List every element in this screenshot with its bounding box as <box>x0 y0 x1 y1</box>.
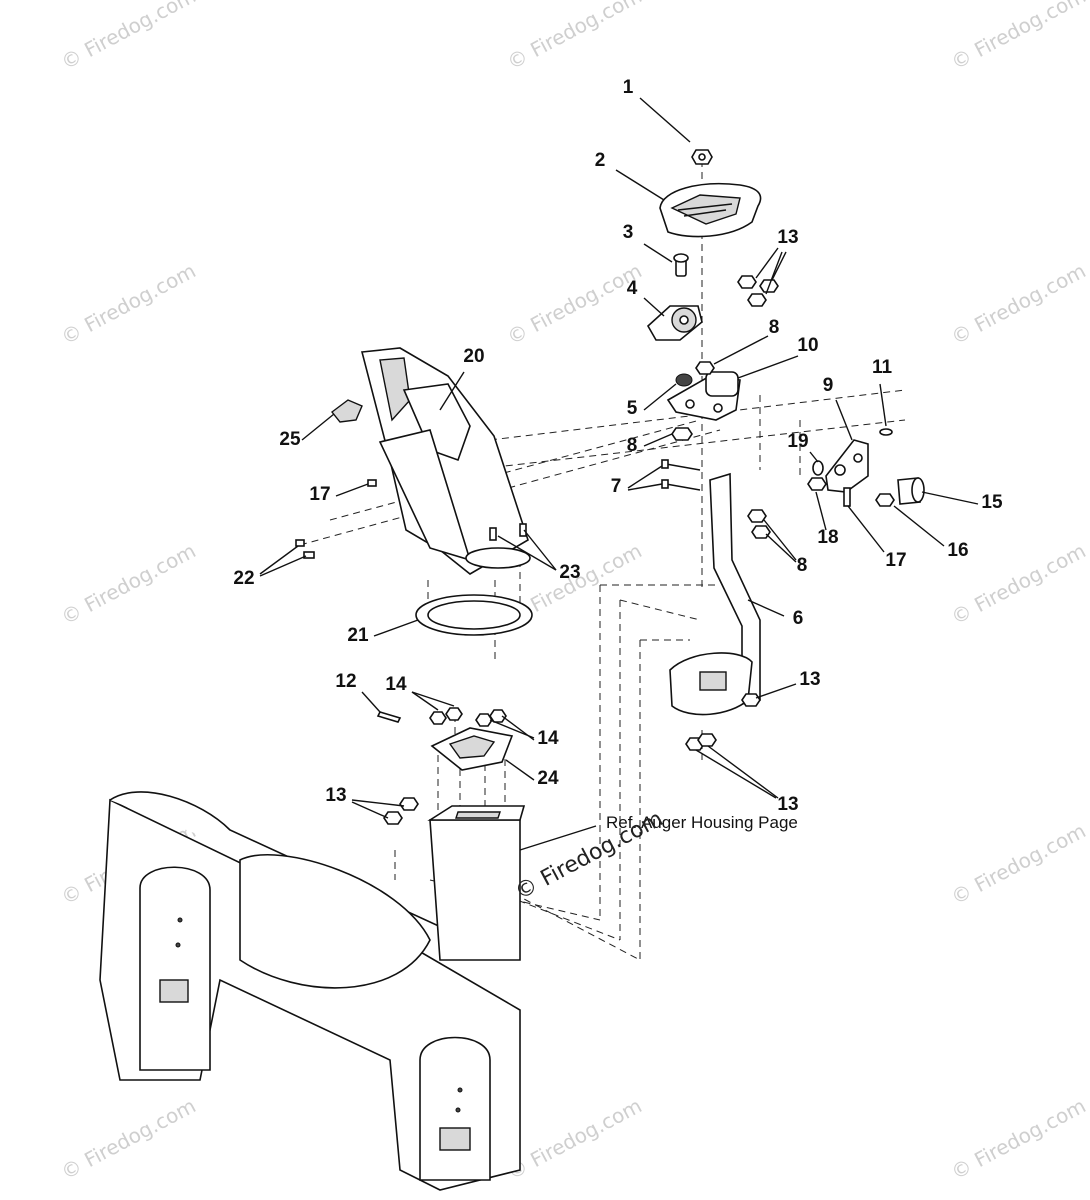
callout-4: 4 <box>627 278 638 299</box>
part-8-nuts <box>671 361 771 539</box>
callout-10: 10 <box>797 335 818 356</box>
watermark-text: © Firedog.com <box>503 0 646 74</box>
part-13-nuts-lower <box>383 693 761 825</box>
callout-14: 14 <box>537 728 559 749</box>
watermark-text: © Firedog.com <box>947 818 1090 909</box>
callout-23: 23 <box>559 562 580 583</box>
callout-13: 13 <box>777 794 798 815</box>
part-1-nut <box>691 149 713 165</box>
callout-15: 15 <box>981 492 1003 513</box>
chute-bolts <box>295 479 527 559</box>
callout-20: 20 <box>463 346 484 367</box>
callout-8: 8 <box>627 435 638 456</box>
watermark-text: © Firedog.com <box>947 1093 1090 1184</box>
part-13-nuts-upper <box>737 275 779 307</box>
watermark-text: © Firedog.com <box>947 0 1090 74</box>
part-9-bracket <box>807 428 893 507</box>
callout-8: 8 <box>769 317 780 338</box>
watermark-text: © Firedog.com <box>503 1093 646 1184</box>
part-7-bolts <box>661 459 701 491</box>
callout-17: 17 <box>309 484 330 505</box>
part-6-control-rod <box>669 472 761 716</box>
callout-21: 21 <box>347 625 369 646</box>
part-4-gear-plate <box>646 305 703 341</box>
callout-16: 16 <box>947 540 968 561</box>
callout-5: 5 <box>627 398 638 419</box>
callout-7: 7 <box>611 476 622 497</box>
auger-housing <box>99 791 526 1191</box>
callout-3: 3 <box>623 222 634 243</box>
watermark-text: © Firedog.com <box>503 258 646 349</box>
callout-22: 22 <box>233 568 254 589</box>
callout-11: 11 <box>872 357 893 378</box>
part-20-chute <box>360 347 531 575</box>
callout-17: 17 <box>885 550 906 571</box>
parts-drawing <box>99 97 979 1191</box>
callout-19: 19 <box>787 431 808 452</box>
watermark-text: © Firedog.com <box>57 1093 200 1184</box>
callout-24: 24 <box>537 768 559 789</box>
callout-2: 2 <box>595 150 606 171</box>
part-12-14-24-mount <box>376 707 514 771</box>
watermark-text: © Firedog.com <box>57 538 200 629</box>
callout-9: 9 <box>823 375 834 396</box>
leader-lines <box>259 97 979 851</box>
part-5-10-bracket <box>666 371 741 421</box>
part-25-handle <box>331 399 363 423</box>
callout-8: 8 <box>797 555 808 576</box>
part-21-ring <box>415 594 533 636</box>
callout-13: 13 <box>777 227 798 248</box>
watermark-text: © Firedog.com <box>57 0 200 74</box>
callout-13: 13 <box>325 785 346 806</box>
watermark-center: © Firedog.com <box>511 806 667 905</box>
watermark-text: © Firedog.com <box>57 258 200 349</box>
part-15-16-knob <box>875 477 925 507</box>
callout-14: 14 <box>385 674 407 695</box>
callout-1: 1 <box>623 77 634 98</box>
part-3-pin <box>673 253 689 277</box>
watermark-text: © Firedog.com <box>947 258 1090 349</box>
callout-13: 13 <box>799 669 820 690</box>
part-2-control-cap <box>659 182 762 238</box>
callout-12: 12 <box>335 671 356 692</box>
reference-note: Ref. Auger Housing Page <box>606 813 798 832</box>
callout-6: 6 <box>793 608 804 629</box>
callout-18: 18 <box>817 527 838 548</box>
callout-25: 25 <box>279 429 301 450</box>
